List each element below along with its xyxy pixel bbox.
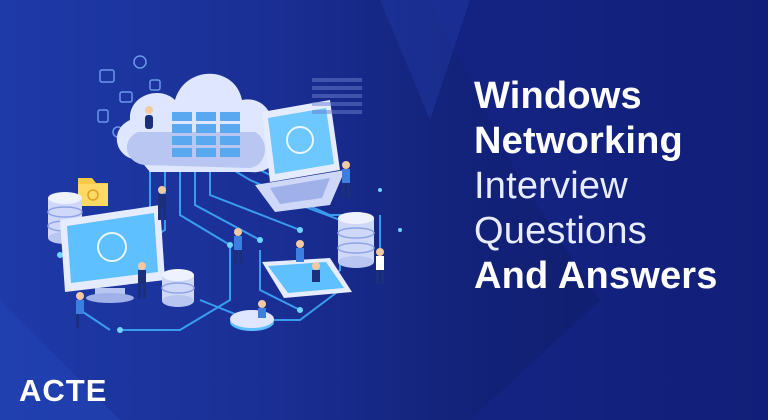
monitor xyxy=(60,205,165,303)
headline-line-1: Windows xyxy=(474,75,642,117)
data-panel xyxy=(312,78,362,114)
database-small xyxy=(161,269,195,307)
disc-platform xyxy=(230,310,274,331)
floating-icons xyxy=(97,55,161,138)
database-right xyxy=(337,212,375,268)
headline-line-4: Questions xyxy=(474,210,647,252)
brand-logo[interactable]: ACTE xyxy=(19,373,108,408)
phone-platform xyxy=(262,258,352,298)
folder-icon xyxy=(78,178,108,206)
laptop xyxy=(255,100,345,212)
headline: Windows Networking Interview Questions A… xyxy=(474,74,764,299)
cloud-server xyxy=(116,73,277,173)
people xyxy=(76,161,384,328)
headline-line-5: And Answers xyxy=(474,255,718,297)
headline-line-3: Interview xyxy=(474,165,628,207)
headline-line-2: Networking xyxy=(474,120,683,162)
network-illustration xyxy=(47,55,402,333)
